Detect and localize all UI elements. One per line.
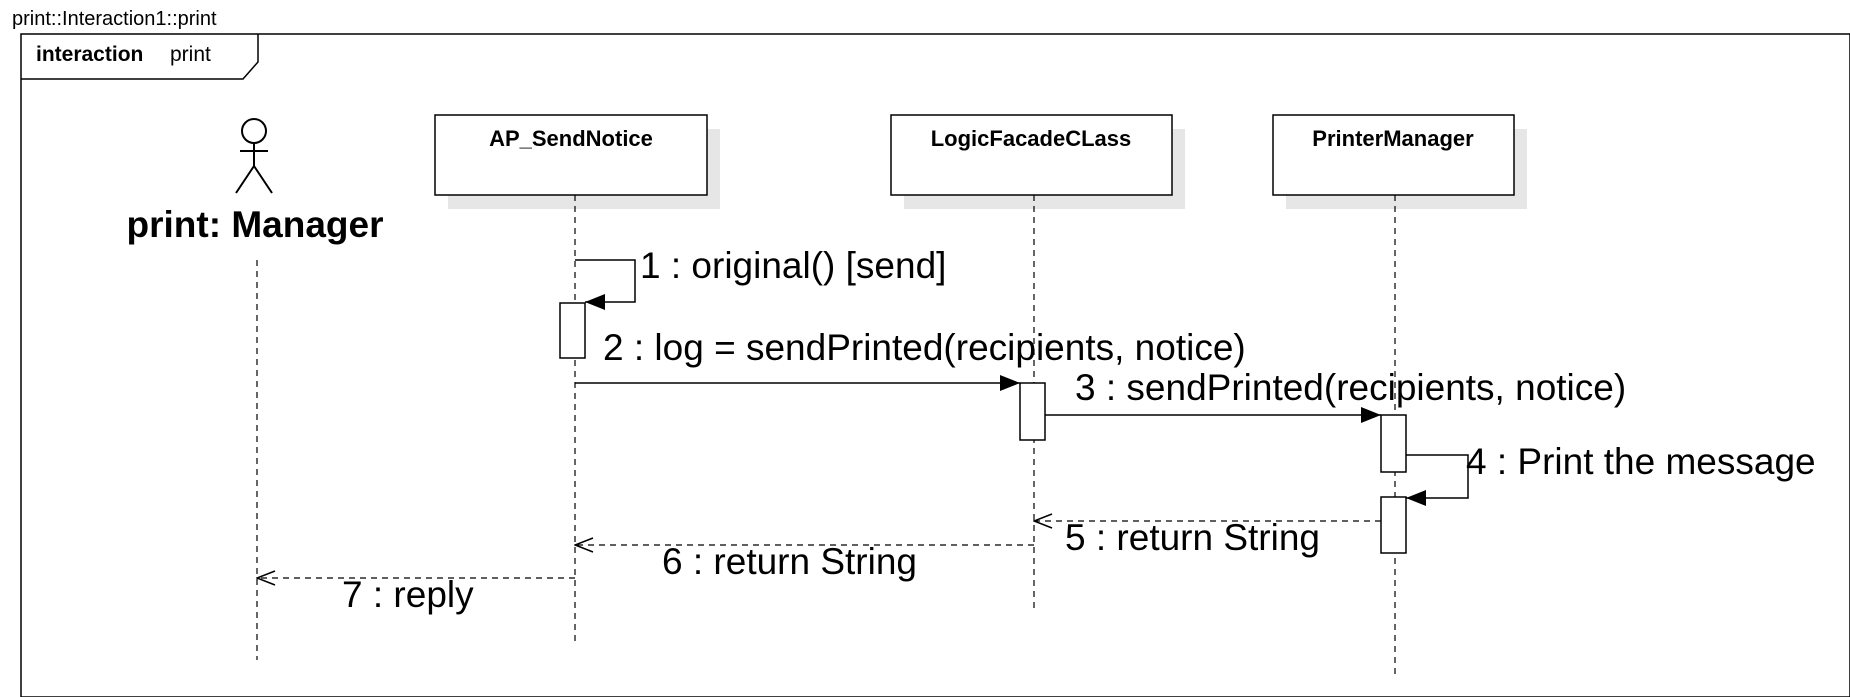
message-7-label: 7 : reply [342, 574, 474, 615]
activation-bar [1380, 496, 1407, 554]
frame-tab [21, 34, 259, 80]
message-3-label: 3 : sendPrinted(recipients, notice) [1075, 367, 1626, 408]
lifeline-head-printer [1272, 114, 1515, 196]
frame-keyword: interaction [36, 43, 143, 66]
message-1-arrow [575, 259, 636, 310]
lifeline-head-ap [434, 114, 708, 196]
message-1-label: 1 : original() [send] [640, 245, 946, 286]
stick-figure-icon [235, 118, 273, 194]
message-5-label: 5 : return String [1065, 517, 1320, 558]
lifeline-name-ap: AP_SendNotice [489, 126, 653, 151]
lifeline-name-logic: LogicFacadeCLass [931, 126, 1132, 151]
frame-name: print [170, 43, 211, 66]
message-4-label: 4 : Print the message [1466, 441, 1816, 482]
diagram-caption: print::Interaction1::print [12, 8, 217, 30]
message-6-label: 6 : return String [662, 541, 917, 582]
message-2-label: 2 : log = sendPrinted(recipients, notice… [603, 327, 1246, 368]
lifeline-head-logic [890, 114, 1173, 196]
activation-bar [1019, 382, 1046, 441]
lifeline-name-printer: PrinterManager [1312, 126, 1474, 151]
actor-name: print: Manager [127, 204, 384, 245]
interaction-frame [20, 33, 1850, 697]
activation-bar [1380, 414, 1407, 473]
message-4-arrow [1406, 454, 1469, 506]
activation-bar [559, 302, 586, 359]
